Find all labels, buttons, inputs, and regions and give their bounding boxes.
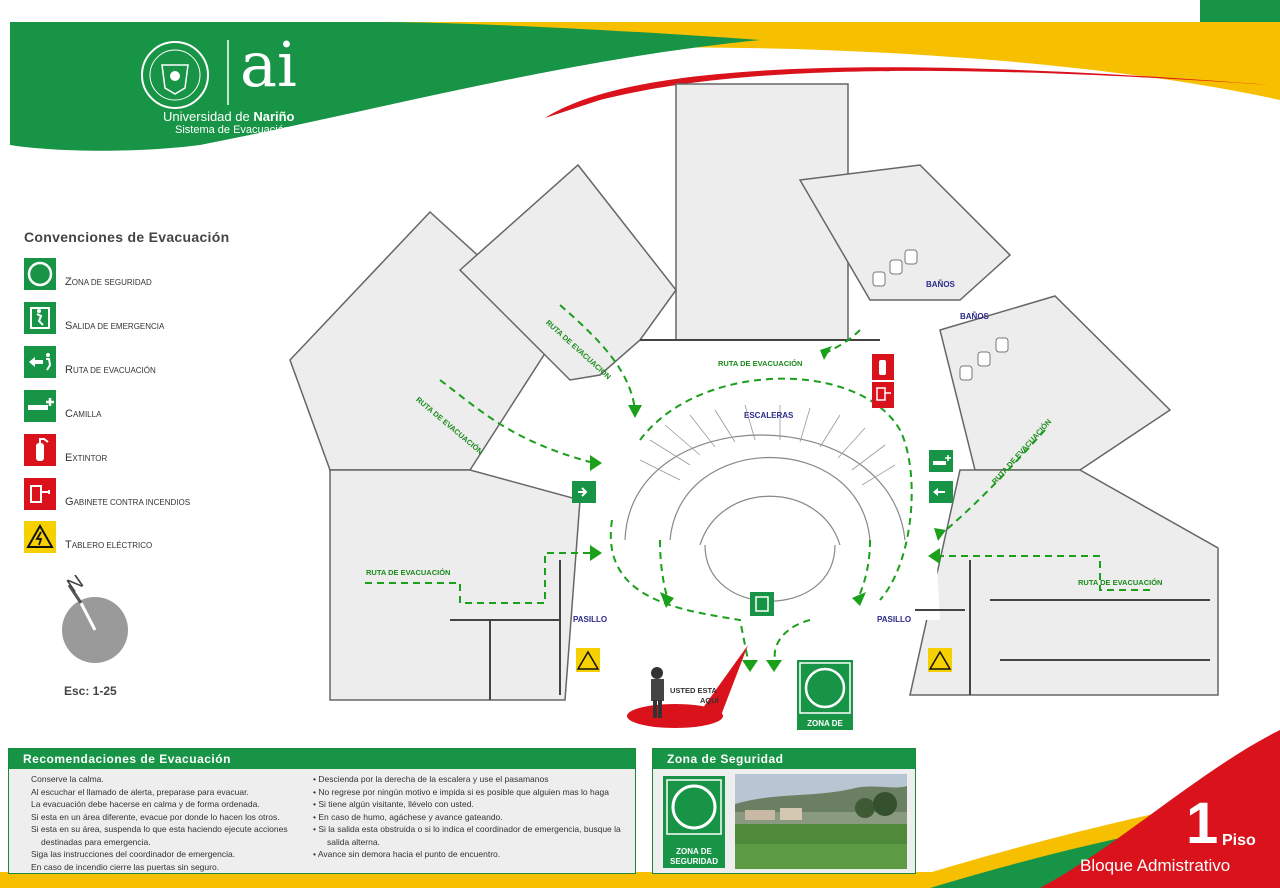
floor-word: Piso	[1222, 832, 1256, 849]
emergency-exit-icon	[24, 302, 56, 334]
rec-item: destinadas para emergencia.	[41, 836, 151, 847]
label-escaleras: ESCALERAS	[744, 411, 794, 420]
evacuation-route-icon	[24, 346, 56, 378]
plan-safety-zone-icon	[797, 660, 853, 730]
rec-item: • Si la salida esta obstruida o si lo in…	[313, 824, 621, 834]
rec-item: salida alterna.	[327, 836, 380, 847]
system-name: Sistema de Evacuación	[175, 124, 290, 136]
university-name: Universidad de Nariño	[163, 109, 295, 124]
legend-item-electric-panel: Tablero eléctrico	[24, 521, 244, 555]
plan-exit-icon-left	[572, 481, 596, 503]
label-route-left: RUTA DE EVACUACIÓN	[366, 568, 451, 577]
plan-route-icon-right	[929, 481, 953, 503]
rec-item: Siga las instrucciones del coordinador d…	[31, 849, 236, 859]
compass-north-label: N	[63, 575, 87, 597]
label-you-are-here-1: USTED ESTA	[670, 686, 717, 695]
east-wing-upper	[939, 295, 1172, 471]
plan-stretcher-icon	[929, 450, 953, 472]
legend-item-stretcher: Camilla	[24, 390, 244, 424]
floor-plan	[289, 83, 1219, 730]
brand-logo-text: ai	[240, 28, 297, 101]
compass-icon: N	[62, 575, 128, 663]
plan-electric-panel-icon-left	[576, 648, 600, 672]
rec-item: En caso de incendio cierre las puertas s…	[31, 861, 220, 872]
plan-exit-icon-bottom	[750, 592, 774, 616]
west-wing-lower	[329, 469, 581, 701]
legend-item-safety-zone: Zona de seguridad	[24, 258, 244, 292]
block-name: Bloque Admistrativo	[1080, 856, 1231, 875]
person-icon	[651, 667, 664, 718]
recommendations-panel: Recomendaciones de Evacuación Conserve l…	[8, 748, 636, 874]
rec-item: • Avance sin demora hacia el punto de en…	[313, 849, 501, 859]
plan-extinguisher-icon	[872, 354, 894, 380]
label-pasillo-right: PASILLO	[877, 615, 912, 624]
legend-title: Convenciones de Evacuación	[24, 229, 230, 245]
label-route-right: RUTA DE EVACUACIÓN	[1078, 578, 1163, 587]
recommendations-right-list: • Descienda por la derecha de la escaler…	[313, 773, 633, 861]
legend-item-evacuation-route: Ruta de evacuación	[24, 346, 244, 380]
label-banos-2: BAÑOS	[960, 312, 989, 321]
recommendations-title: Recomendaciones de Evacuación	[9, 749, 635, 769]
fire-cabinet-icon	[24, 478, 56, 510]
stretcher-icon	[24, 390, 56, 422]
safety-zone-icon	[666, 779, 722, 835]
label-pasillo-left: PASILLO	[573, 615, 608, 624]
east-wing-lower	[909, 469, 1219, 696]
rec-item: Si esta en un área diferente, evacue por…	[31, 811, 280, 822]
safety-zone-title: Zona de Seguridad	[653, 749, 915, 769]
university-seal-icon	[141, 40, 229, 109]
legend-item-emergency-exit: Salida de emergencia	[24, 302, 244, 336]
rec-item: • No regrese por ningún motivo e impida …	[313, 786, 609, 797]
rec-item: Si esta en su área, suspenda lo que esta…	[31, 824, 288, 834]
label-you-are-here-2: AQUÍ	[700, 696, 719, 705]
recommendations-left-list: Conserve la calma. Al escuchar el llamad…	[31, 773, 321, 873]
north-east-wing	[798, 164, 1012, 301]
rec-item: Al escuchar el llamado de alerta, prepar…	[31, 786, 249, 797]
safety-zone-icon	[24, 258, 56, 290]
floor-number: 1	[1186, 791, 1219, 856]
rec-item: • En caso de humo, agáchese y avance gat…	[313, 811, 503, 822]
fire-extinguisher-icon	[24, 434, 56, 466]
rec-item: • Si tiene algún visitante, llévelo con …	[313, 799, 474, 809]
legend-item-fire-cabinet: Gabinete contra incendios	[24, 478, 244, 512]
plan-fire-cabinet-icon	[872, 382, 894, 408]
scale-label: Esc: 1-25	[64, 684, 117, 698]
plan-electric-panel-icon-right	[928, 648, 952, 672]
rec-item: La evacuación debe hacerse en calma y de…	[31, 799, 260, 809]
safety-zone-photo	[735, 774, 907, 869]
electric-panel-icon	[24, 521, 56, 553]
rec-item: Conserve la calma.	[31, 774, 104, 784]
rec-item: • Descienda por la derecha de la escaler…	[313, 774, 549, 784]
legend-item-fire-extinguisher: Extintor	[24, 434, 244, 468]
label-banos-1: BAÑOS	[926, 280, 955, 289]
label-route-top: RUTA DE EVACUACIÓN	[718, 359, 803, 368]
